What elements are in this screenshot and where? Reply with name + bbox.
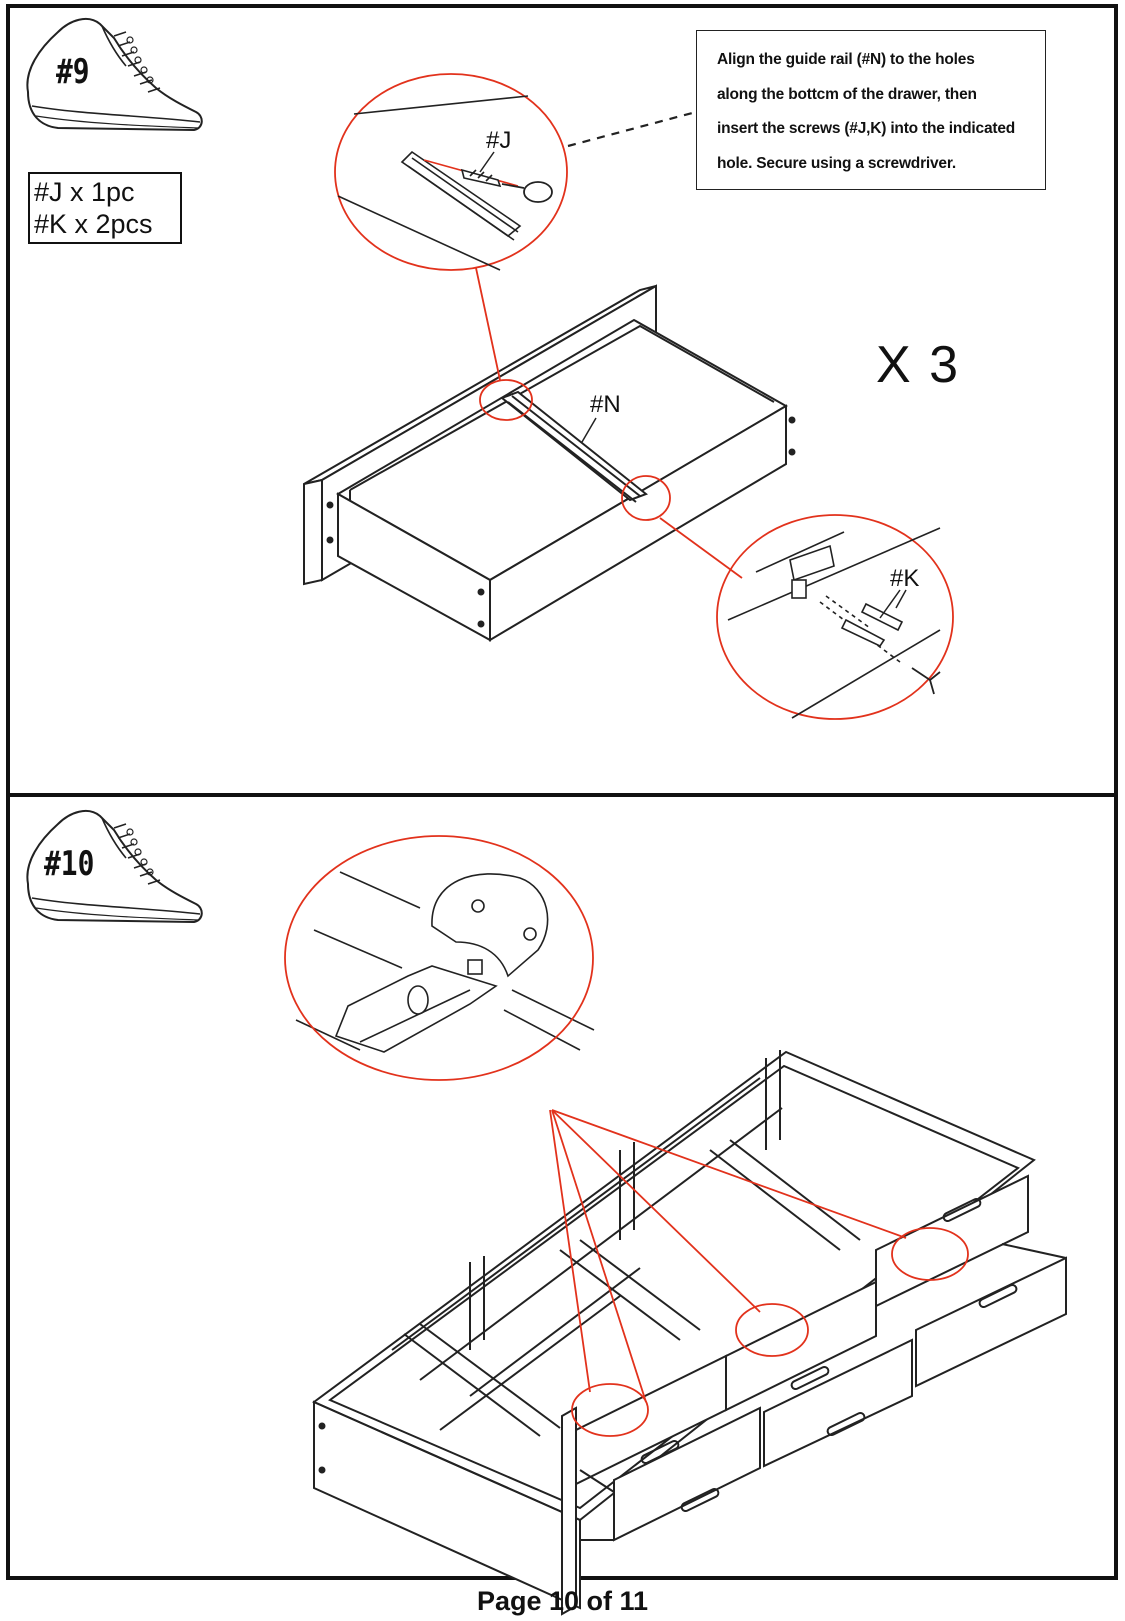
instruction-line: Align the guide rail (#N) to the holes	[717, 51, 975, 68]
screw-icon	[460, 168, 502, 188]
detail-k	[727, 527, 941, 719]
callout-j-label: #J	[486, 127, 511, 154]
callout-circles-step10	[284, 835, 969, 1437]
quantity-multiplier: X 3	[876, 336, 961, 394]
screwdriver-icon	[501, 181, 553, 203]
part-k-quantity: #K x 2pcs	[34, 209, 153, 239]
drawer-drawing	[303, 284, 796, 642]
step-9-label: #9	[56, 52, 90, 92]
bed-frame-drawing	[312, 1050, 1067, 1616]
leader-dashed	[567, 110, 697, 148]
parts-list: #J x 1pc #K x 2pcs	[28, 172, 182, 244]
instruction-line: hole. Secure using a screwdriver.	[717, 154, 956, 172]
sneaker-icon	[26, 17, 203, 131]
instruction-line: insert the screws (#J,K) into the indica…	[717, 120, 1016, 137]
callout-k-label: #K	[890, 565, 919, 592]
page-number: Page 10 of 11	[476, 1586, 649, 1616]
step-10-label: #10	[44, 844, 95, 884]
part-j-quantity: #J x 1pc	[34, 177, 135, 207]
callout-circles	[334, 73, 954, 720]
part-n-label: #N	[590, 391, 621, 418]
screw-icon	[840, 602, 904, 648]
instruction-box: Align the guide rail (#N) to the holes a…	[696, 30, 1046, 190]
screwdriver-icon	[911, 667, 941, 695]
detail-runner	[295, 871, 595, 1053]
instruction-line: along the bottcm of the drawer, then	[717, 85, 977, 103]
